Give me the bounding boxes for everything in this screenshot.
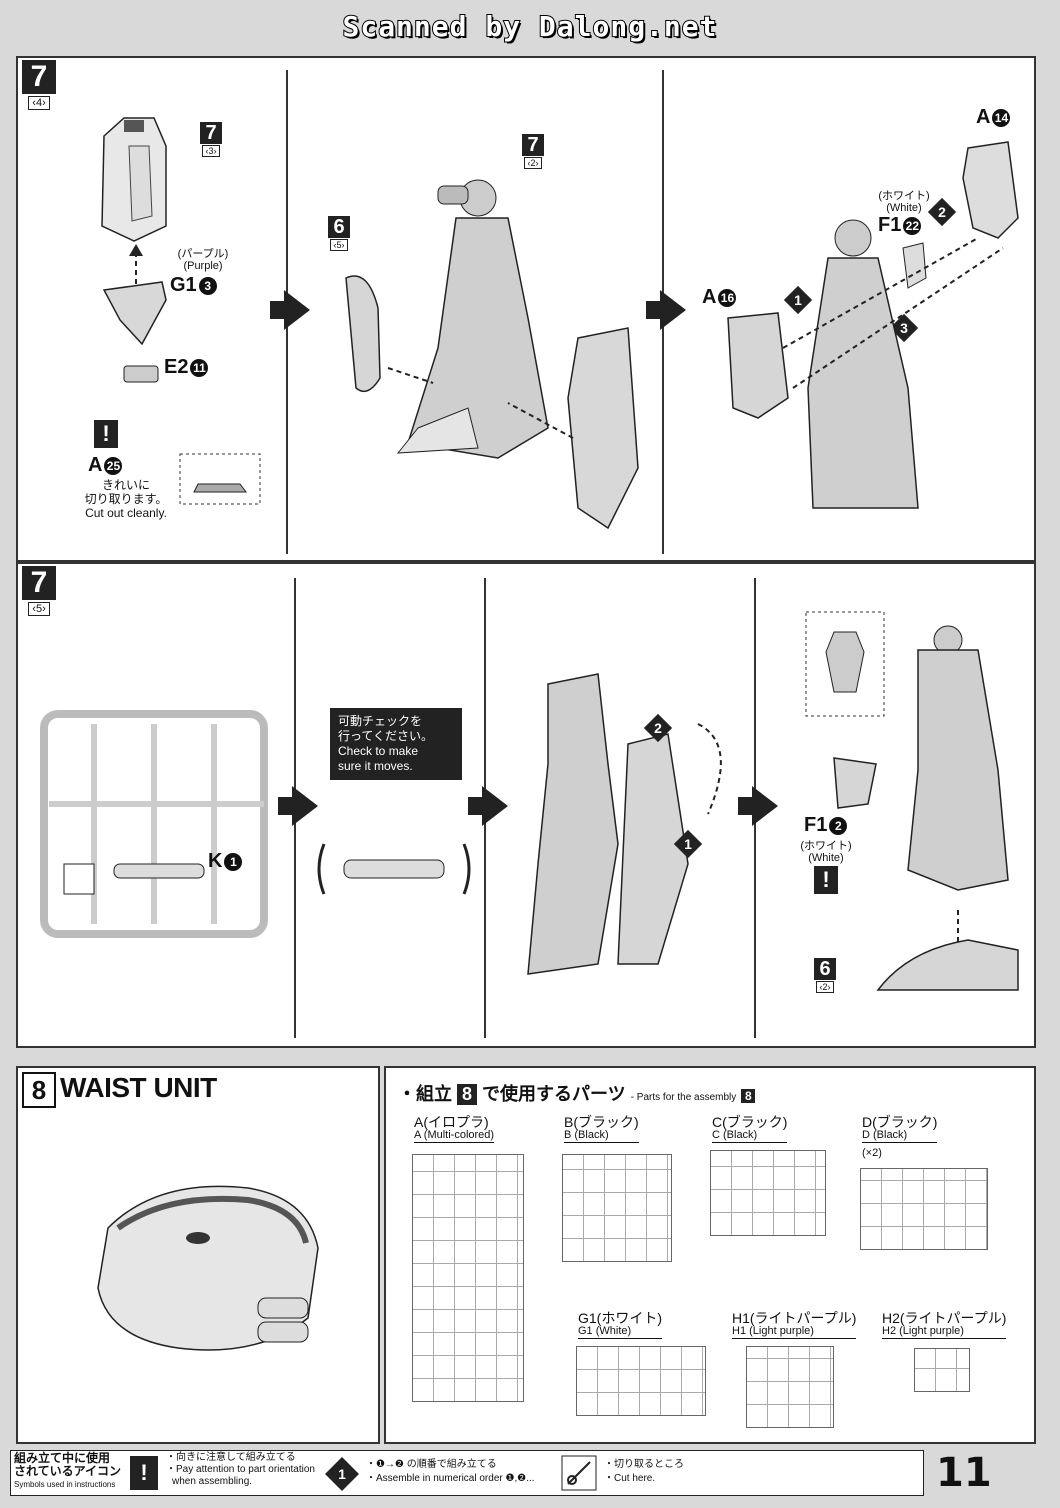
orientation-icon: ! bbox=[130, 1456, 158, 1490]
orientation-legend: ・向きに注意して組み立てる・Pay attention to part orie… bbox=[166, 1452, 315, 1487]
legend-title: 組み立て中に使用されているアイコン Symbols used in instru… bbox=[14, 1451, 122, 1490]
step-sub: ‹4› bbox=[28, 96, 50, 110]
runner-h1-label: H1(ライトパープル)H1 (Light purple) bbox=[732, 1310, 857, 1339]
hip-armor-part bbox=[102, 281, 167, 346]
leg-assembly-knee bbox=[527, 673, 722, 975]
sequence-icon: 1 bbox=[325, 1457, 359, 1491]
ref-6-5: 6 ‹5› bbox=[328, 216, 350, 251]
zoom-box bbox=[179, 453, 261, 505]
cut-icon bbox=[561, 1455, 597, 1491]
ref-6-2: 6 ‹2› bbox=[814, 958, 836, 993]
step-number: 7 bbox=[22, 60, 56, 94]
dash-arrow bbox=[129, 244, 143, 302]
footer-legend bbox=[10, 1450, 924, 1496]
ref-7-3: 7 ‹3› bbox=[200, 122, 222, 157]
next-arrow bbox=[270, 290, 310, 330]
runner-g1-label: G1(ホワイト)G1 (White) bbox=[578, 1310, 662, 1339]
small-part bbox=[123, 365, 159, 383]
runner-d-label: D(ブラック)D (Black) (×2) bbox=[862, 1114, 938, 1159]
g1-color: (パープル)(Purple) bbox=[177, 248, 229, 272]
cut-note: きれいに切り取ります。Cut out cleanly. bbox=[84, 478, 168, 520]
runner-b bbox=[562, 1154, 672, 1262]
joint-part bbox=[317, 843, 471, 895]
runner-h1 bbox=[746, 1346, 834, 1428]
step8-panel: 8 WAIST UNIT bbox=[16, 1066, 380, 1444]
seq-1: 1 bbox=[673, 829, 703, 859]
next-arrow bbox=[646, 290, 686, 330]
cut-legend: ・切り取るところ・Cut here. bbox=[604, 1459, 684, 1484]
leg-assembly-foot bbox=[876, 625, 1019, 991]
next-arrow bbox=[738, 786, 778, 826]
scan-header-text: Scanned by Dalong.net bbox=[341, 9, 718, 44]
runner-k bbox=[40, 710, 268, 938]
armor-piece bbox=[833, 757, 877, 809]
runner-c-label: C(ブラック)C (Black) bbox=[712, 1114, 788, 1143]
waist-unit-illustration bbox=[97, 1185, 319, 1351]
step-badge: 7 ‹5› bbox=[22, 566, 56, 616]
sequence-legend: ・❶→❷ の順番で組み立てる・Assemble in numerical ord… bbox=[366, 1459, 535, 1484]
alert-icon: ! bbox=[814, 866, 838, 894]
runner-h2-label: H2(ライトパープル)H2 (Light purple) bbox=[882, 1310, 1007, 1339]
runner-b-label: B(ブラック)B (Black) bbox=[564, 1114, 639, 1143]
step-number: 7 bbox=[22, 566, 56, 600]
alert-icon: ! bbox=[94, 420, 118, 448]
f1-color: (ホワイト)(White) bbox=[800, 840, 852, 864]
step8-badge: 8 bbox=[22, 1072, 56, 1108]
step-sub: ‹5› bbox=[28, 602, 50, 616]
leg-assembly-armor bbox=[727, 141, 1019, 509]
scan-header: Scanned by Dalong.net bbox=[0, 0, 1060, 56]
page-number: 11 bbox=[936, 1450, 992, 1496]
runner-c bbox=[710, 1150, 826, 1236]
runner-a-label: A(イロプラ)A (Multi-colored) bbox=[414, 1114, 495, 1143]
next-arrow bbox=[278, 786, 318, 826]
f1-color: (ホワイト)(White) bbox=[878, 190, 930, 214]
runner-g1 bbox=[576, 1346, 706, 1416]
step-badge: 7 ‹4› bbox=[22, 60, 56, 110]
next-arrow bbox=[468, 786, 508, 826]
runner-a bbox=[412, 1154, 524, 1402]
leg-assembly bbox=[345, 179, 639, 530]
upper-leg-part bbox=[101, 117, 167, 242]
seq-2: 2 bbox=[643, 713, 673, 743]
runner-d bbox=[860, 1168, 988, 1250]
zoom-box bbox=[805, 611, 885, 717]
step8-title: WAIST UNIT bbox=[60, 1072, 217, 1103]
parts-heading: ・組立 8 で使用するパーツ - Parts for the assembly … bbox=[398, 1080, 756, 1106]
ref-7-2: 7 ‹2› bbox=[522, 134, 544, 169]
parts-panel: ・組立 8 で使用するパーツ - Parts for the assembly … bbox=[384, 1066, 1036, 1444]
runner-h2 bbox=[914, 1348, 970, 1392]
